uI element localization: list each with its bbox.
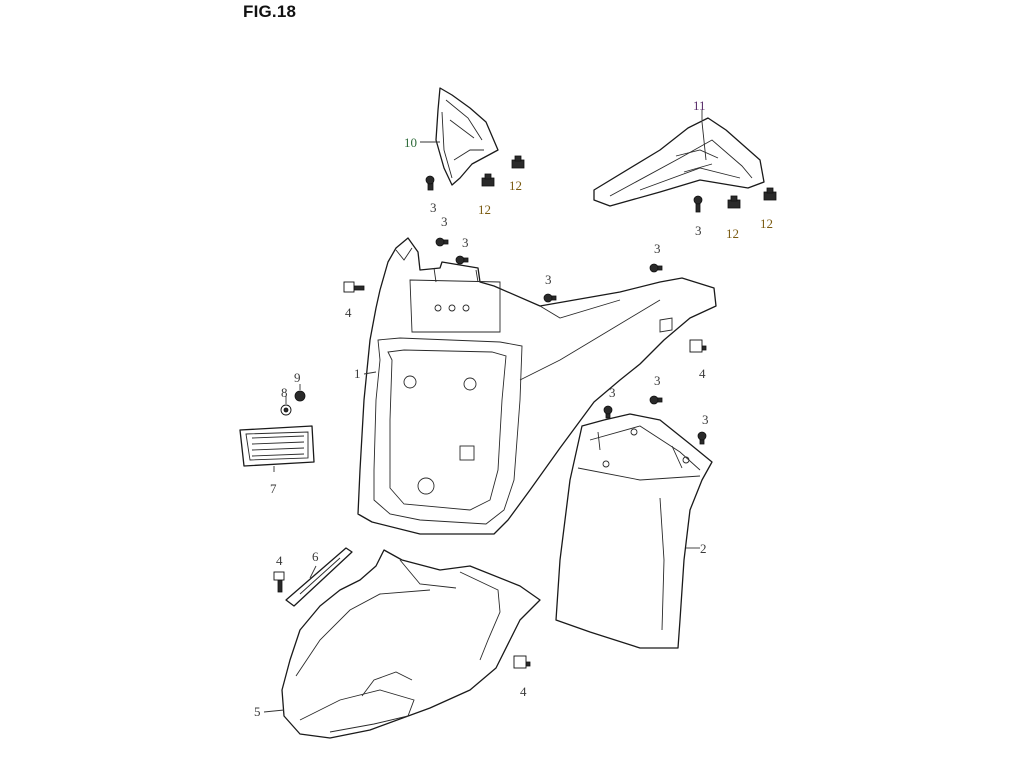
part-7-reflector: [239, 425, 315, 467]
screw-3d: [649, 263, 663, 273]
callout-7: 7: [270, 481, 277, 496]
clip-12c: [727, 195, 741, 209]
callout-11: 11: [693, 98, 706, 113]
bolt-4a: [343, 281, 365, 293]
nut-8: [280, 404, 292, 416]
callout-6: 6: [312, 549, 319, 564]
screw-3i: [693, 195, 703, 213]
leader-lines: [263, 110, 703, 713]
screw-3b: [435, 237, 449, 247]
screw-3a: [425, 175, 435, 191]
part-5-rear-mudguard: [281, 549, 541, 739]
callouts: 10 11 12 12 12 12 3 3 3 3 3 3 3 3 3 4 4 …: [254, 98, 773, 719]
callout-3a: 3: [430, 200, 437, 215]
callout-3b: 3: [441, 214, 448, 229]
callout-12c: 12: [726, 226, 739, 241]
callout-12d: 12: [760, 216, 773, 231]
callout-3g: 3: [654, 373, 661, 388]
part-10-bracket: [435, 87, 499, 186]
screw-3c: [455, 255, 469, 265]
callout-4a: 4: [345, 305, 352, 320]
screw-3g: [649, 395, 663, 405]
callout-3d: 3: [654, 241, 661, 256]
callout-1: 1: [354, 366, 361, 381]
callout-10: 10: [404, 135, 417, 150]
figure-title: FIG.18: [243, 2, 297, 21]
callout-5: 5: [254, 704, 261, 719]
screw-3h: [697, 431, 707, 445]
callout-3i: 3: [695, 223, 702, 238]
bolt-4b: [689, 339, 707, 353]
callout-3f: 3: [609, 385, 616, 400]
screw-3f: [603, 405, 613, 419]
hardware: [273, 155, 777, 669]
callout-3h: 3: [702, 412, 709, 427]
part-2-inner-panel: [555, 413, 713, 649]
callout-2: 2: [700, 541, 707, 556]
clip-12b: [481, 173, 495, 187]
callout-9: 9: [294, 370, 301, 385]
callout-4b: 4: [699, 366, 706, 381]
clip-12a: [511, 155, 525, 169]
part-6-bracket-strip: [285, 547, 353, 607]
clip-12d: [763, 187, 777, 201]
callout-12b: 12: [478, 202, 491, 217]
callout-12a: 12: [509, 178, 522, 193]
part-1-rear-body-cover: [357, 237, 717, 535]
callout-4d: 4: [520, 684, 527, 699]
bolt-4d: [513, 655, 531, 669]
screw-3e: [543, 293, 557, 303]
callout-8: 8: [281, 385, 288, 400]
callout-4c: 4: [276, 553, 283, 568]
callout-3e: 3: [545, 272, 552, 287]
washer-9: [294, 390, 306, 402]
callout-3c: 3: [462, 235, 469, 250]
part-11-bracket: [593, 117, 765, 207]
bolt-4c: [273, 571, 285, 593]
